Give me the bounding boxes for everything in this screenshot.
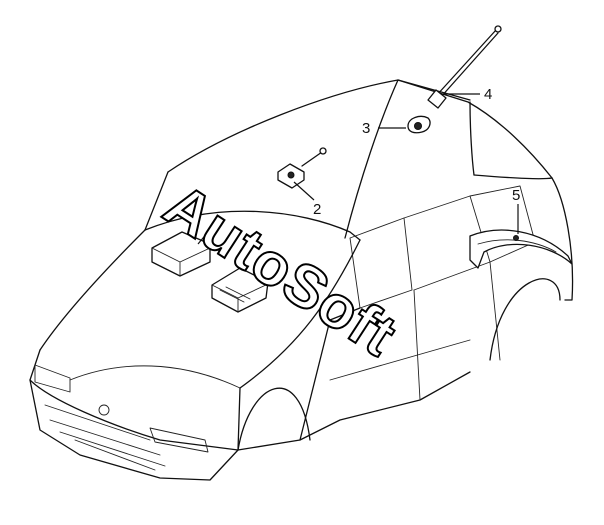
callout-5-label: 5 xyxy=(512,187,520,204)
part-4-antenna-mast[interactable]: 4 xyxy=(427,25,502,109)
part-2-amplifier[interactable]: 2 xyxy=(277,147,327,218)
callout-3-label: 3 xyxy=(362,120,370,137)
callout-2-label: 2 xyxy=(313,201,321,218)
part-3-antenna-base[interactable]: 3 xyxy=(362,115,431,137)
part-1-control-unit[interactable] xyxy=(151,231,269,313)
car-body xyxy=(29,79,574,481)
part-5-wheel-arch-liner[interactable]: 5 xyxy=(469,187,573,269)
callout-1 xyxy=(197,231,209,245)
callout-4-label: 4 xyxy=(484,86,492,103)
